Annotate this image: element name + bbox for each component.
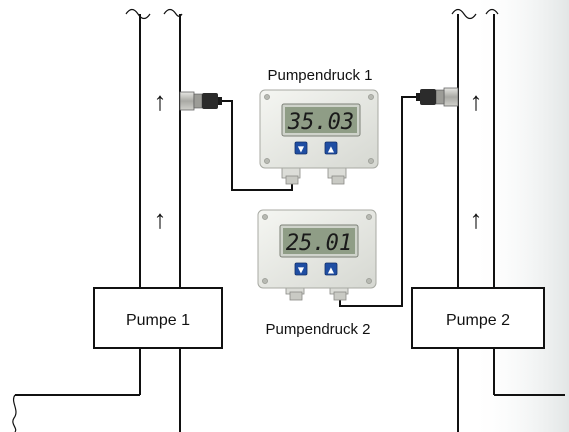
- chevron-down-icon: ▼: [298, 266, 305, 275]
- down-button[interactable]: [294, 262, 308, 276]
- left-pipe: [12, 8, 183, 432]
- flow-arrow-icon: ↑: [154, 86, 167, 116]
- chevron-down-icon: ▼: [298, 145, 305, 154]
- right-pipe: [451, 8, 565, 432]
- cable-1: [222, 100, 293, 191]
- pressure-transmitter-1: Pumpendruck 1 35.03 ▼ ▲: [259, 67, 379, 185]
- up-button[interactable]: [324, 141, 338, 155]
- pump-2-label: Pumpe 2: [446, 312, 510, 329]
- lcd-reading: 25.01: [286, 231, 352, 256]
- down-button[interactable]: [294, 141, 308, 155]
- flow-arrow-icon: ↑: [154, 204, 167, 234]
- transmitter-2-title: Pumpendruck 2: [265, 321, 370, 338]
- background-fade: [470, 0, 569, 432]
- pump-1-label: Pumpe 1: [126, 312, 190, 329]
- flow-arrow-icon: ↑: [470, 86, 483, 116]
- pressure-sensor-1: [179, 91, 222, 111]
- pressure-sensor-2: [416, 87, 459, 107]
- signal-cables: [222, 96, 416, 307]
- pump-1-box: Pumpe 1: [93, 287, 223, 349]
- up-button[interactable]: [324, 262, 338, 276]
- transmitter-1-title: Pumpendruck 1: [267, 67, 372, 84]
- chevron-up-icon: ▲: [328, 266, 335, 275]
- chevron-up-icon: ▲: [328, 145, 335, 154]
- flow-arrow-icon: ↑: [470, 204, 483, 234]
- pump-2-box: Pumpe 2: [411, 287, 545, 349]
- lcd-display: [283, 228, 355, 254]
- pressure-transmitter-2: 25.01 ▼ ▲ Pumpendruck 2: [257, 209, 377, 338]
- lcd-reading: 35.03: [287, 110, 354, 135]
- cable-2: [339, 96, 416, 307]
- lcd-display: [285, 107, 357, 133]
- flow-arrows: ↑ ↑ ↑ ↑: [154, 86, 483, 234]
